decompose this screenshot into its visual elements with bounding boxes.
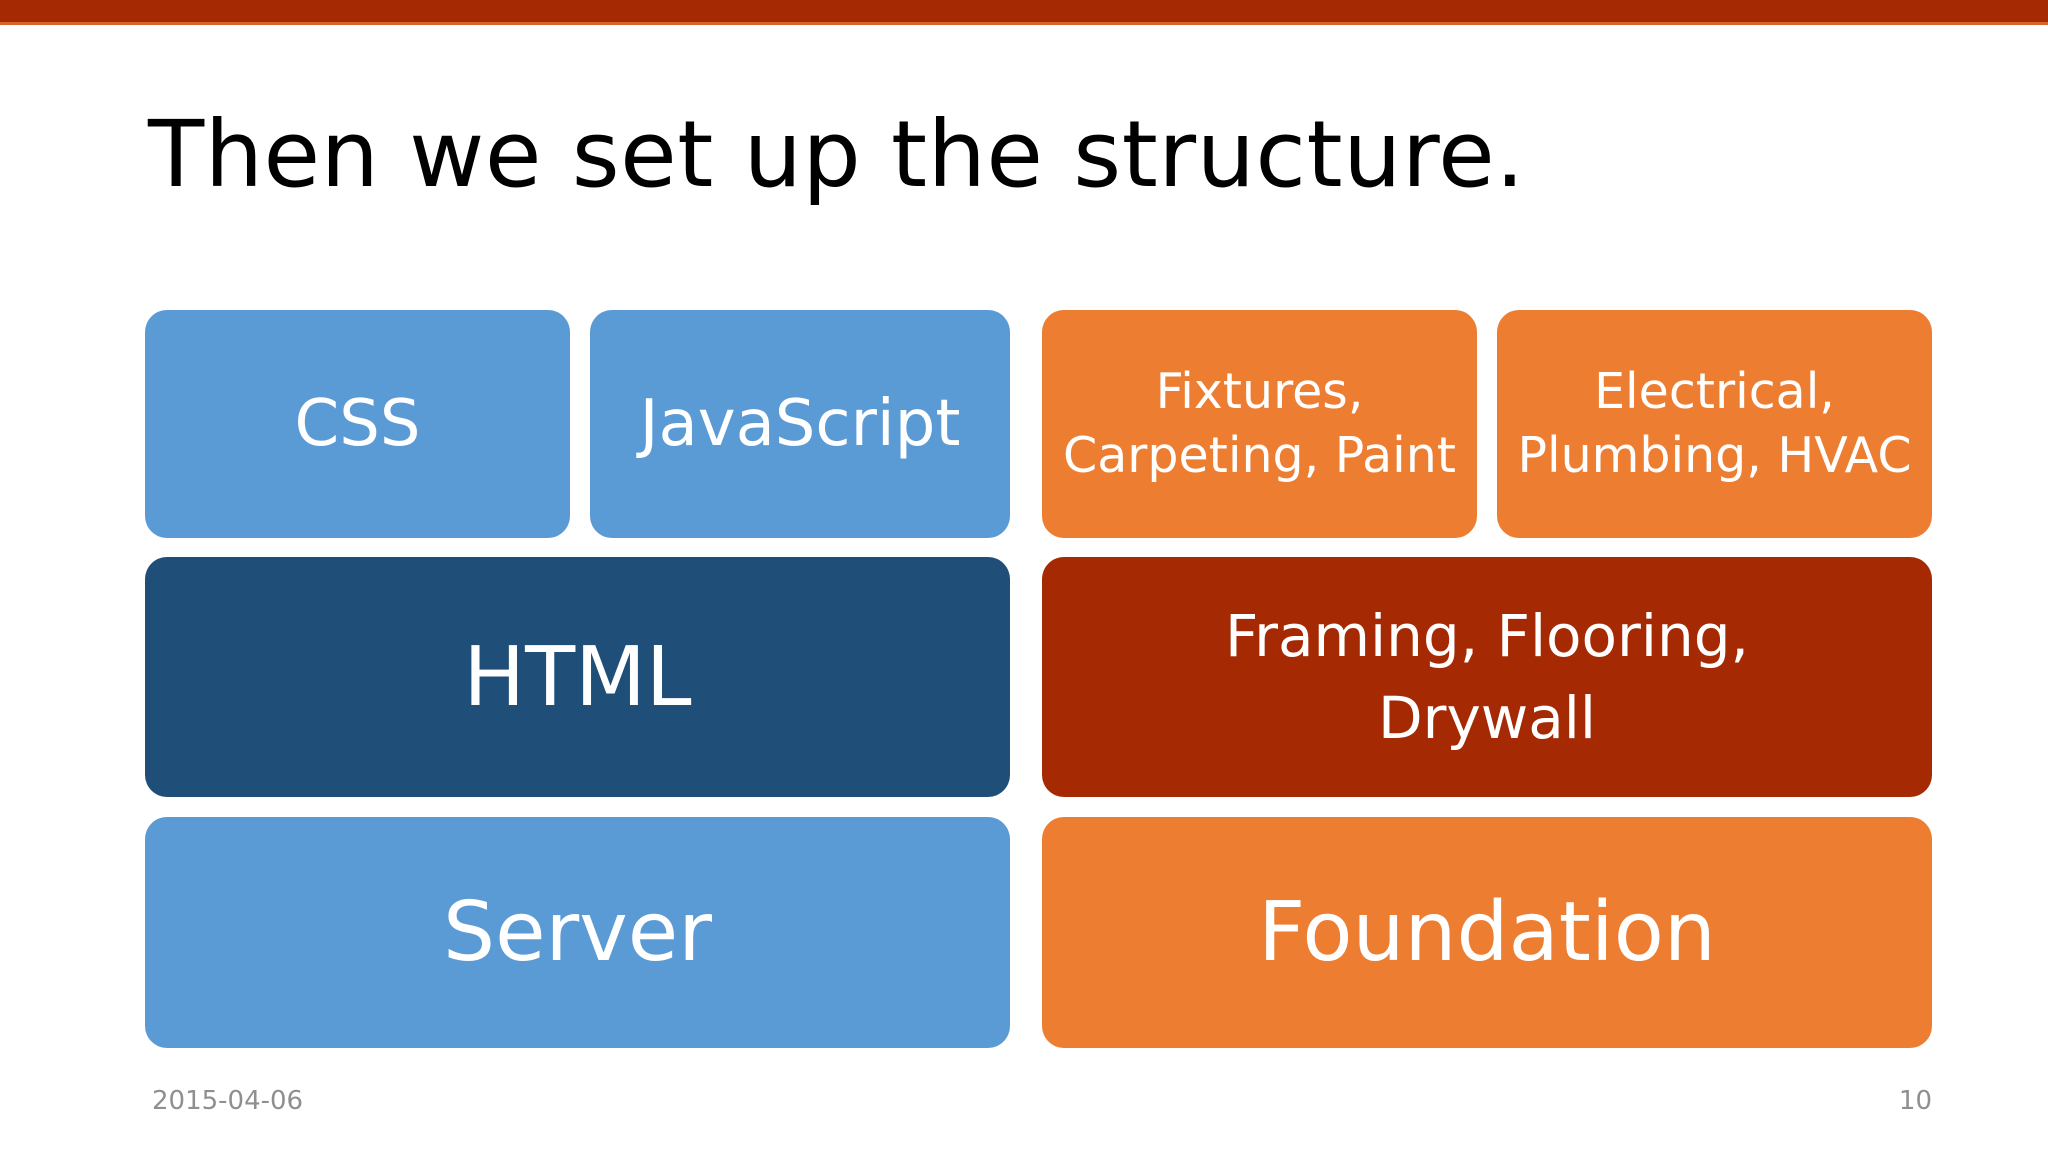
box-electrical-plumbing-hvac[interactable]: Electrical, Plumbing, HVAC	[1497, 310, 1932, 538]
box-fixtures-carpeting-paint[interactable]: Fixtures, Carpeting, Paint	[1042, 310, 1477, 538]
footer-date: 2015-04-06	[152, 1086, 304, 1116]
box-electrical-plumbing-hvac-label: Electrical, Plumbing, HVAC	[1517, 363, 1912, 484]
box-css-label: CSS	[294, 387, 421, 461]
box-css[interactable]: CSS	[145, 310, 570, 538]
box-javascript[interactable]: JavaScript	[590, 310, 1010, 538]
box-foundation[interactable]: Foundation	[1042, 817, 1932, 1048]
box-javascript-label: JavaScript	[639, 387, 961, 461]
slide-title: Then we set up the structure.	[148, 101, 1526, 208]
box-server[interactable]: Server	[145, 817, 1010, 1048]
top-accent-bar	[0, 0, 2048, 22]
box-framing-flooring-drywall-label: Framing, Flooring, Drywall	[1224, 602, 1749, 752]
box-html[interactable]: HTML	[145, 557, 1010, 797]
box-foundation-label: Foundation	[1258, 885, 1716, 980]
box-framing-flooring-drywall[interactable]: Framing, Flooring, Drywall	[1042, 557, 1932, 797]
box-server-label: Server	[443, 885, 712, 980]
top-accent-underline	[0, 22, 2048, 25]
box-fixtures-carpeting-paint-label: Fixtures, Carpeting, Paint	[1062, 363, 1457, 484]
footer-page-number: 10	[1898, 1086, 1932, 1116]
box-html-label: HTML	[463, 629, 692, 725]
